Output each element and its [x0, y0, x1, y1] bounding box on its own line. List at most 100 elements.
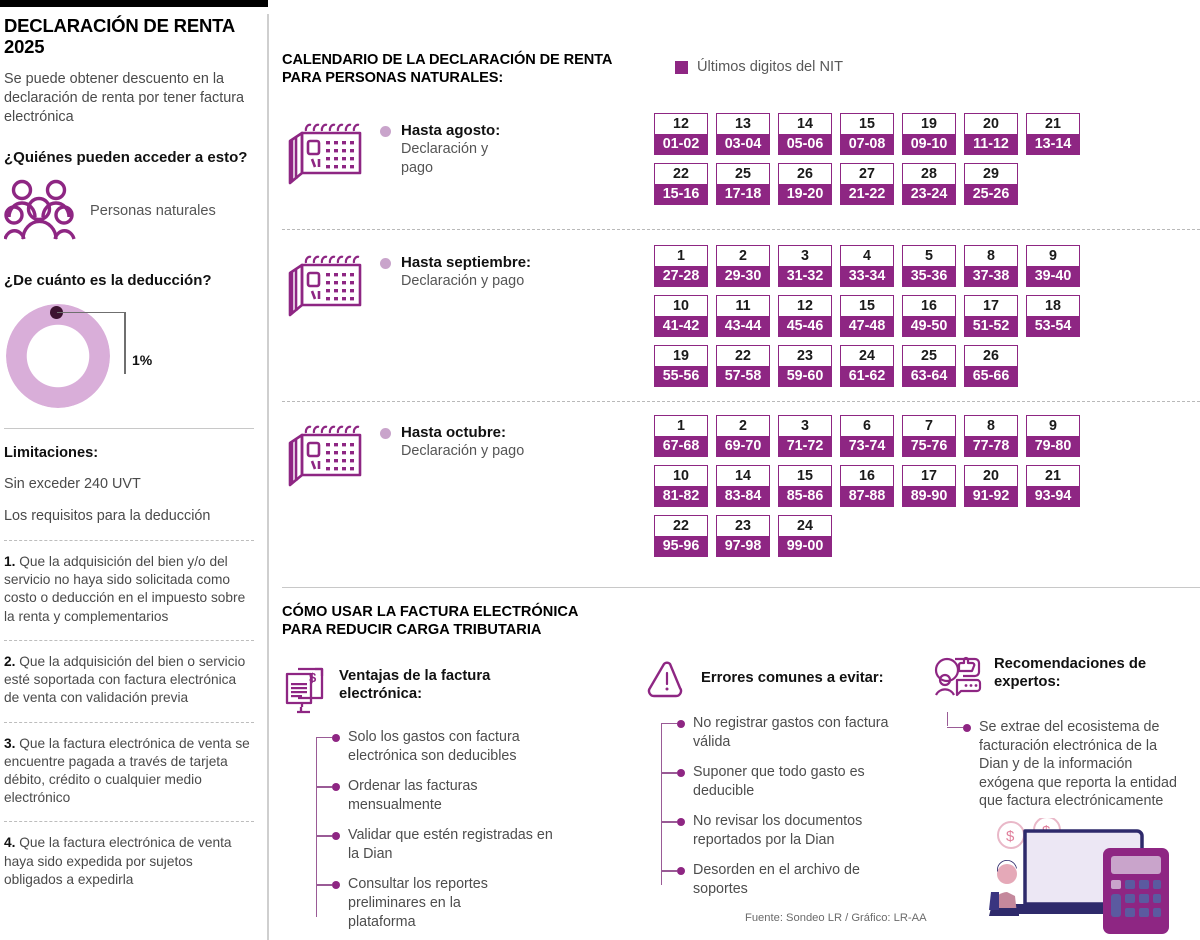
calendar-cell[interactable]: 16 49-50 — [902, 295, 956, 337]
cell-nit: 27-28 — [654, 266, 708, 287]
calendar-cell[interactable]: 2 29-30 — [716, 245, 770, 287]
calendar-cell[interactable]: 14 83-84 — [716, 465, 770, 507]
page-title: DECLARACIÓN DE RENTA 2025 — [4, 15, 235, 58]
calendar-cell[interactable]: 3 71-72 — [778, 415, 832, 457]
calendar-cell[interactable]: 7 75-76 — [902, 415, 956, 457]
calendar-cell[interactable]: 18 53-54 — [1026, 295, 1080, 337]
calendar-cell[interactable]: 5 35-36 — [902, 245, 956, 287]
cell-day: 3 — [778, 245, 832, 266]
calendar-cell[interactable]: 19 09-10 — [902, 113, 956, 155]
month-text-group: Hasta septiembre: Declaración y pago — [380, 247, 531, 291]
calendar-section-title: CALENDARIO DE LA DECLARACIÓN DE RENTA PA… — [282, 52, 612, 87]
cell-day: 16 — [840, 465, 894, 486]
calendar-cell[interactable]: 17 89-90 — [902, 465, 956, 507]
cell-day: 16 — [902, 295, 956, 316]
cell-day: 11 — [716, 295, 770, 316]
question-who: ¿Quiénes pueden acceder a esto? — [4, 148, 248, 166]
cell-nit: 71-72 — [778, 436, 832, 457]
calendar-row: 10 81-82 14 83-84 15 85-86 16 87-88 — [654, 465, 1200, 507]
calendar-cell[interactable]: 22 57-58 — [716, 345, 770, 387]
cell-nit: 15-16 — [654, 184, 708, 205]
cell-day: 15 — [840, 113, 894, 134]
section-divider — [282, 587, 1200, 588]
cell-day: 25 — [902, 345, 956, 366]
bullet-dot — [677, 720, 685, 728]
calendar-cell[interactable]: 28 23-24 — [902, 163, 956, 205]
calendar-cell[interactable]: 14 05-06 — [778, 113, 832, 155]
calendar-cell[interactable]: 21 93-94 — [1026, 465, 1080, 507]
calendar-cell[interactable]: 13 03-04 — [716, 113, 770, 155]
cell-nit: 13-14 — [1026, 134, 1080, 155]
column-errores: Errores comunes a evitar: No registrar g… — [646, 659, 926, 911]
calendar-cell[interactable]: 9 39-40 — [1026, 245, 1080, 287]
calendar-cell[interactable]: 24 99-00 — [778, 515, 832, 557]
calendar-cell[interactable]: 27 21-22 — [840, 163, 894, 205]
calendar-cell[interactable]: 22 15-16 — [654, 163, 708, 205]
cell-nit: 01-02 — [654, 134, 708, 155]
calendar-grid-septiembre: 1 27-28 2 29-30 3 31-32 4 33-34 — [654, 243, 1200, 395]
top-black-bar — [0, 0, 268, 7]
list-item-text: Suponer que todo gasto es deducible — [693, 764, 865, 799]
calendar-cell[interactable]: 10 81-82 — [654, 465, 708, 507]
calendar-cell[interactable]: 12 45-46 — [778, 295, 832, 337]
source-credit: Fuente: Sondeo LR / Gráfico: LR-AA — [745, 912, 927, 924]
calendar-cell[interactable]: 15 07-08 — [840, 113, 894, 155]
calendar-cell[interactable]: 20 11-12 — [964, 113, 1018, 155]
cell-day: 17 — [902, 465, 956, 486]
cell-day: 22 — [654, 163, 708, 184]
calendar-cell[interactable]: 25 17-18 — [716, 163, 770, 205]
calendar-cell[interactable]: 8 77-78 — [964, 415, 1018, 457]
calendar-cell[interactable]: 10 41-42 — [654, 295, 708, 337]
calendar-cell[interactable]: 9 79-80 — [1026, 415, 1080, 457]
calendar-cell[interactable]: 20 91-92 — [964, 465, 1018, 507]
calendar-cell[interactable]: 24 61-62 — [840, 345, 894, 387]
bullet-dot — [332, 734, 340, 742]
calendar-cell[interactable]: 22 95-96 — [654, 515, 708, 557]
cell-day: 1 — [654, 415, 708, 436]
cell-nit: 95-96 — [654, 536, 708, 557]
cell-nit: 43-44 — [716, 316, 770, 337]
calendar-cell[interactable]: 15 47-48 — [840, 295, 894, 337]
calendar-row: 1 67-68 2 69-70 3 71-72 6 73-74 — [654, 415, 1200, 457]
calendar-cell[interactable]: 25 63-64 — [902, 345, 956, 387]
calendar-cell[interactable]: 26 19-20 — [778, 163, 832, 205]
list-item: Desorden en el archivo de soportes — [661, 861, 926, 898]
calendar-row: 22 15-16 25 17-18 26 19-20 27 21-22 — [654, 163, 1200, 205]
calendar-cell[interactable]: 21 13-14 — [1026, 113, 1080, 155]
cell-nit: 93-94 — [1026, 486, 1080, 507]
month-label-group: Hasta septiembre: Declaración y pago — [282, 243, 654, 395]
cell-day: 20 — [964, 465, 1018, 486]
calendar-cell[interactable]: 8 37-38 — [964, 245, 1018, 287]
calendar-cell[interactable]: 17 51-52 — [964, 295, 1018, 337]
calendar-cell[interactable]: 19 55-56 — [654, 345, 708, 387]
calendar-cell[interactable]: 29 25-26 — [964, 163, 1018, 205]
cell-nit: 91-92 — [964, 486, 1018, 507]
cell-nit: 35-36 — [902, 266, 956, 287]
calendar-cell[interactable]: 3 31-32 — [778, 245, 832, 287]
calendar-cell[interactable]: 1 67-68 — [654, 415, 708, 457]
bullet-stem — [316, 835, 332, 837]
cell-day: 15 — [840, 295, 894, 316]
left-column: DECLARACIÓN DE RENTA 2025 Se puede obten… — [0, 7, 268, 940]
calendar-cell[interactable]: 4 33-34 — [840, 245, 894, 287]
calendar-cell[interactable]: 26 65-66 — [964, 345, 1018, 387]
cell-nit: 37-38 — [964, 266, 1018, 287]
calendar-cell[interactable]: 11 43-44 — [716, 295, 770, 337]
calendar-cell[interactable]: 2 69-70 — [716, 415, 770, 457]
bullet-stem — [661, 723, 677, 725]
calendar-cell[interactable]: 12 01-02 — [654, 113, 708, 155]
calendar-cell[interactable]: 16 87-88 — [840, 465, 894, 507]
cell-nit: 09-10 — [902, 134, 956, 155]
cell-day: 17 — [964, 295, 1018, 316]
column-ventajas: $ Ventajas de la factura electrónica: So… — [282, 667, 562, 940]
invoice-monitor-icon: $ — [282, 667, 328, 720]
column-header: Recomendaciones de expertos: — [933, 655, 1200, 704]
requirement-text: Que la adquisición del bien o servicio e… — [4, 653, 246, 706]
calendar-cell[interactable]: 23 59-60 — [778, 345, 832, 387]
calendar-cell[interactable]: 15 85-86 — [778, 465, 832, 507]
calendar-cell[interactable]: 23 97-98 — [716, 515, 770, 557]
dashed-divider — [282, 401, 1200, 402]
calendar-cell[interactable]: 6 73-74 — [840, 415, 894, 457]
column-title: Recomendaciones de expertos: — [994, 656, 1147, 691]
calendar-cell[interactable]: 1 27-28 — [654, 245, 708, 287]
